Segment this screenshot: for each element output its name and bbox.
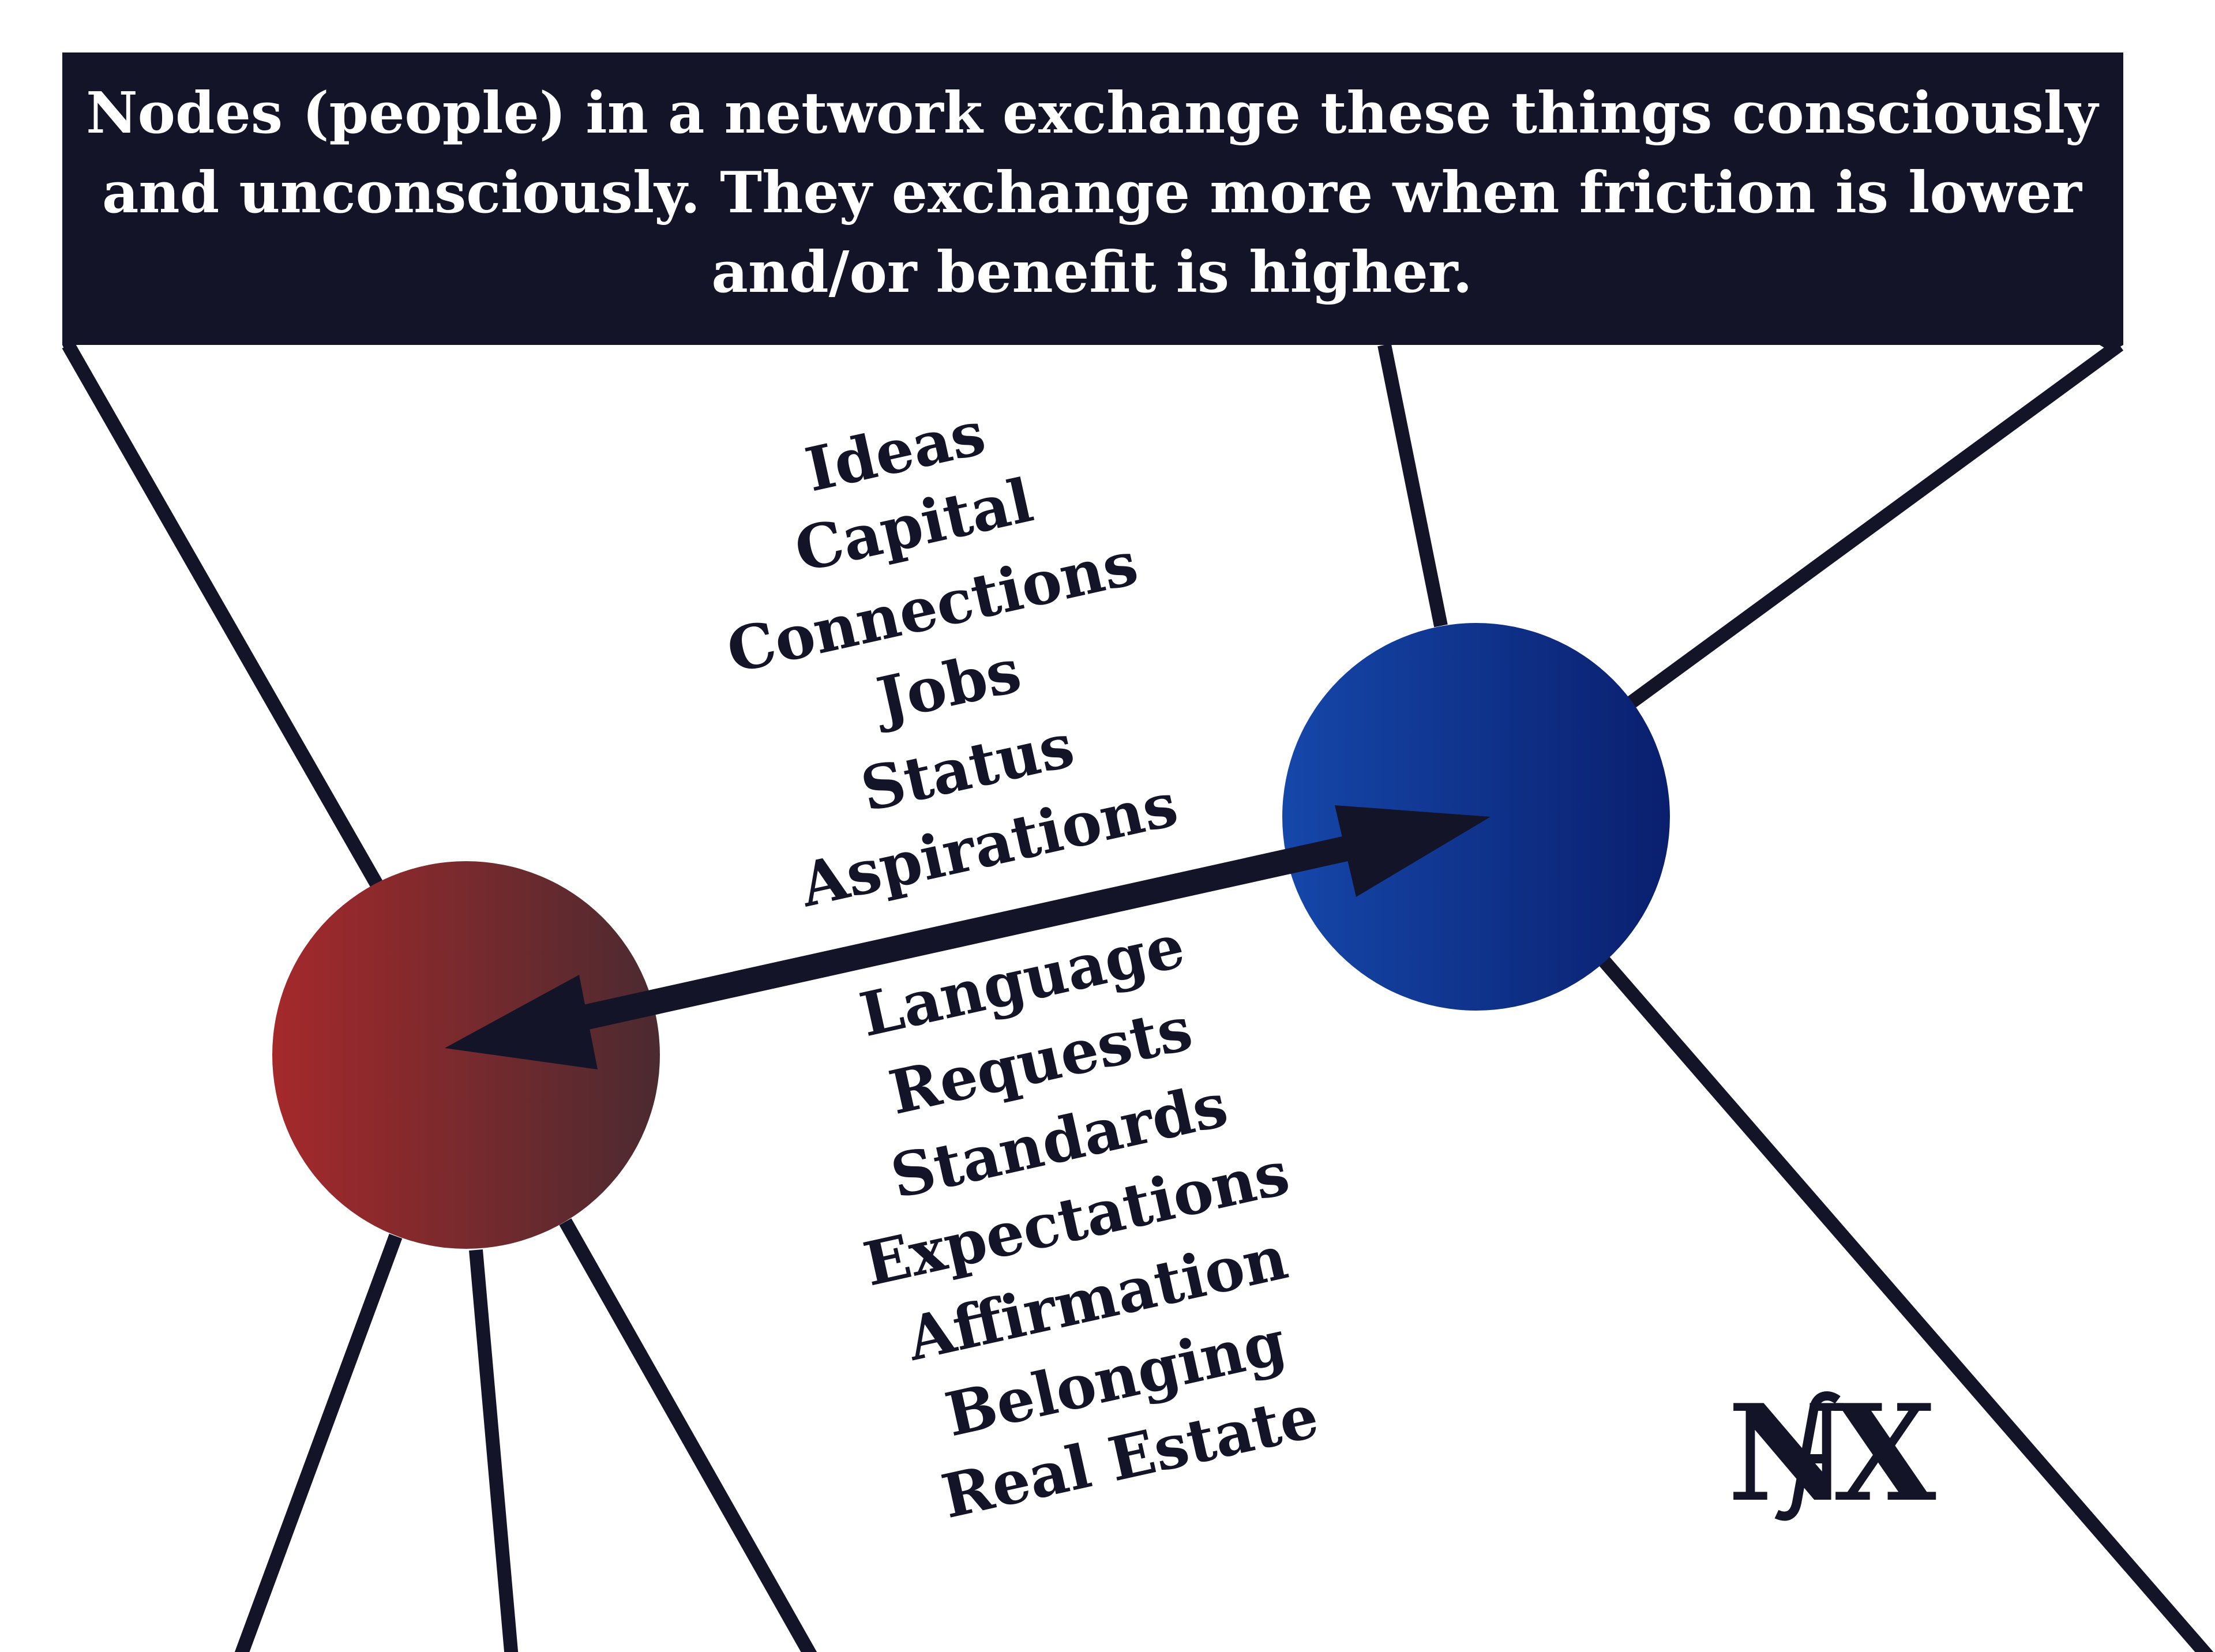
logo-x: X — [1833, 1376, 1936, 1531]
banner-line-3: and/or benefit is higher. — [711, 239, 1472, 306]
exchange-arrow — [445, 805, 1491, 1069]
arrowhead-left — [445, 975, 598, 1069]
nfx-logo: N X — [1728, 1376, 1936, 1531]
network-edges — [62, 339, 2214, 1652]
edge — [1627, 339, 2124, 708]
edge — [1377, 343, 1448, 628]
logo-n: N — [1728, 1376, 1849, 1531]
banner-line-1: Nodes (people) in a network exchange the… — [86, 80, 2100, 147]
edge — [559, 1218, 817, 1652]
banner-line-2: and unconsciously. They exchange more wh… — [102, 160, 2082, 226]
exchange-list-upper: Ideas Capital Connections Jobs Status As… — [720, 397, 1183, 921]
arrowhead-right — [1335, 805, 1491, 897]
red-node — [272, 861, 660, 1249]
edge — [62, 341, 385, 891]
edge — [1598, 956, 2214, 1652]
edge — [469, 1249, 519, 1652]
header-banner: Nodes (people) in a network exchange the… — [62, 52, 2123, 353]
edge — [234, 1233, 403, 1652]
exchange-list-lower: Language Requests Standards Expectations… — [854, 910, 1324, 1533]
